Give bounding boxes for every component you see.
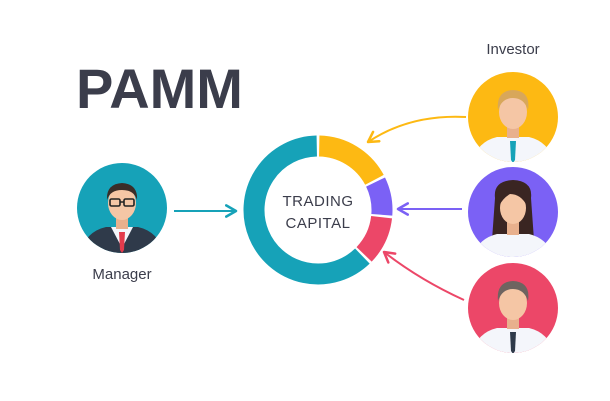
ring-segment-2	[365, 177, 393, 216]
manager-label: Manager	[92, 266, 151, 283]
center-label-line2: CAPITAL	[286, 215, 351, 232]
investor-arrow-1	[366, 115, 467, 144]
investor-avatar-1	[468, 72, 558, 162]
ring-segment-1	[318, 135, 384, 186]
manager-avatar	[77, 163, 167, 253]
investor-avatar-3	[468, 263, 558, 353]
investor-label: Investor	[486, 41, 539, 58]
ring-segment-3	[356, 215, 393, 262]
ring-segment-4	[243, 135, 370, 285]
investor-arrow-3	[382, 250, 465, 301]
investor-avatar-2	[468, 167, 558, 257]
trading-capital-ring	[243, 135, 393, 285]
page-title: PAMM	[76, 57, 243, 120]
center-label-line1: TRADING	[283, 193, 354, 210]
